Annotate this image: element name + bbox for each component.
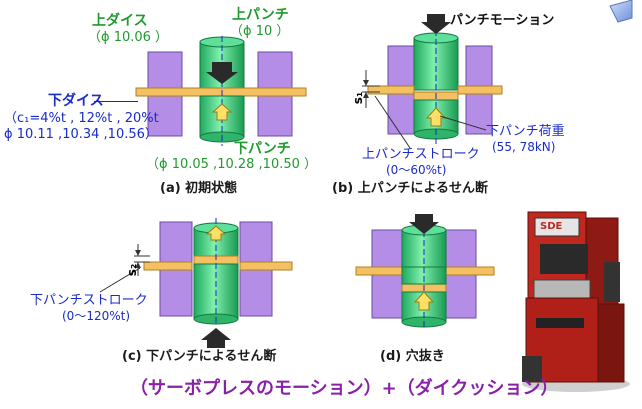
caption-c: (c) 下パンチによるせん断	[122, 349, 277, 364]
caption-a: (a) 初期状態	[160, 181, 238, 196]
cushion-arrow-b	[425, 107, 447, 127]
stroke-leader	[374, 95, 411, 149]
press-badge: SDE	[540, 221, 563, 232]
lower-die-leader	[94, 101, 138, 102]
footer-title: （サーボプレスのモーション）+（ダイクッション）	[130, 378, 559, 399]
upper-punch-dim: （ϕ 10 ）	[230, 24, 290, 39]
panel-c-drawing	[99, 218, 293, 348]
lower-stroke-range: (0～120%t)	[62, 309, 131, 323]
down-arrow-a	[206, 62, 238, 84]
sheet-b-left	[367, 85, 415, 95]
panel-a-drawing	[135, 36, 307, 146]
sheet-a	[135, 87, 307, 97]
lower-punch-label: 下パンチ	[234, 141, 291, 157]
upper-die-right-b	[465, 45, 493, 87]
lower-punch-load-label: 下パンチ荷重	[486, 124, 565, 139]
lower-die-right-b	[465, 93, 493, 135]
servo-press-image	[522, 211, 630, 392]
motion-arrow-b	[421, 14, 451, 34]
panel-d-drawing	[355, 214, 495, 330]
s2-label: s₂	[125, 263, 140, 277]
upper-die-right	[257, 51, 293, 90]
lower-punch-dims: （ϕ 10.05 ,10.28 ,10.50 ）	[146, 157, 318, 172]
upper-punch-b	[413, 37, 459, 91]
caption-b: (b) 上パンチによるせん断	[332, 181, 488, 196]
upper-die-dim: （ϕ 10.06 ）	[88, 30, 169, 45]
upper-die-left-b	[387, 45, 415, 87]
s1-label: s₁	[351, 91, 366, 105]
lower-die-right	[257, 95, 293, 137]
upper-die-label: 上ダイス	[92, 13, 148, 29]
up-arrow-c	[201, 328, 231, 348]
upper-die-left	[147, 51, 183, 90]
caption-d: (d) 穴抜き	[380, 349, 445, 364]
lower-die-clearance: （c₁=4%t , 12%t , 20%t	[4, 111, 159, 126]
upper-stroke-range: (0～60%t)	[386, 163, 447, 177]
corner-decoration	[609, 0, 633, 23]
upper-stroke-label: 上パンチストローク	[362, 147, 480, 162]
motion-label: パンチモーション	[450, 13, 555, 28]
sheet-b-right	[457, 85, 503, 95]
lower-die-dims: ϕ 10.11 ,10.34 ,10.56）	[4, 127, 158, 142]
panel-b-drawing	[362, 14, 503, 149]
lower-die-left-b	[387, 93, 415, 135]
lower-die-label: 下ダイス	[48, 93, 104, 109]
lower-die-left	[147, 95, 183, 137]
upper-punch-label: 上パンチ	[232, 7, 289, 23]
lower-punch-load-values: (55, 78kN)	[492, 140, 556, 154]
cushion-arrow-a	[211, 103, 233, 121]
lower-stroke-label: 下パンチストローク	[30, 293, 148, 308]
load-leader	[439, 115, 487, 131]
